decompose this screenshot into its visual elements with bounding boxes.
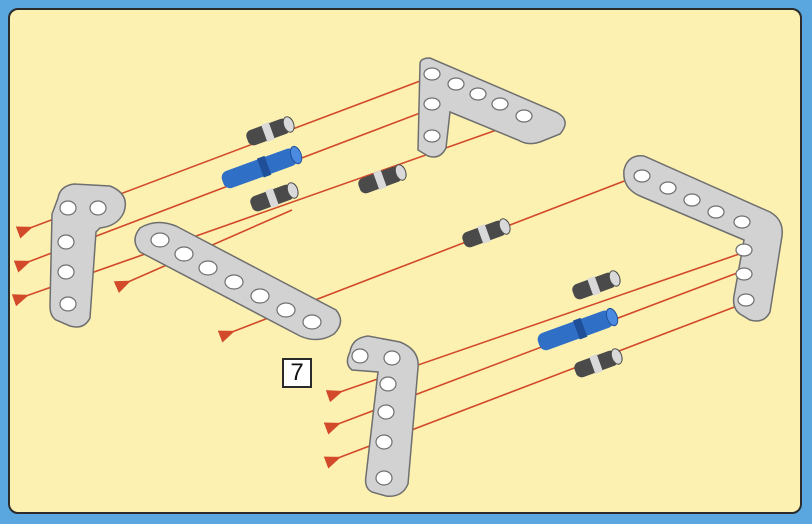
l-beam-left: [49, 183, 127, 328]
gray-friction-pin: [250, 182, 299, 212]
step-number: 7: [290, 359, 304, 386]
gray-friction-pin: [462, 218, 511, 248]
straight-beam: [134, 221, 342, 341]
gray-friction-pin: [246, 116, 295, 146]
l-beam-top-right: [417, 57, 566, 158]
gray-friction-pin: [358, 164, 407, 194]
blue-axle-pin: [537, 307, 619, 351]
gray-friction-pin: [574, 348, 623, 378]
blue-axle-pin: [221, 145, 303, 189]
step-number-box: 7: [282, 358, 312, 388]
l-beam-right: [623, 155, 783, 322]
l-beam-bottom: [346, 335, 419, 497]
gray-friction-pin: [572, 270, 621, 300]
